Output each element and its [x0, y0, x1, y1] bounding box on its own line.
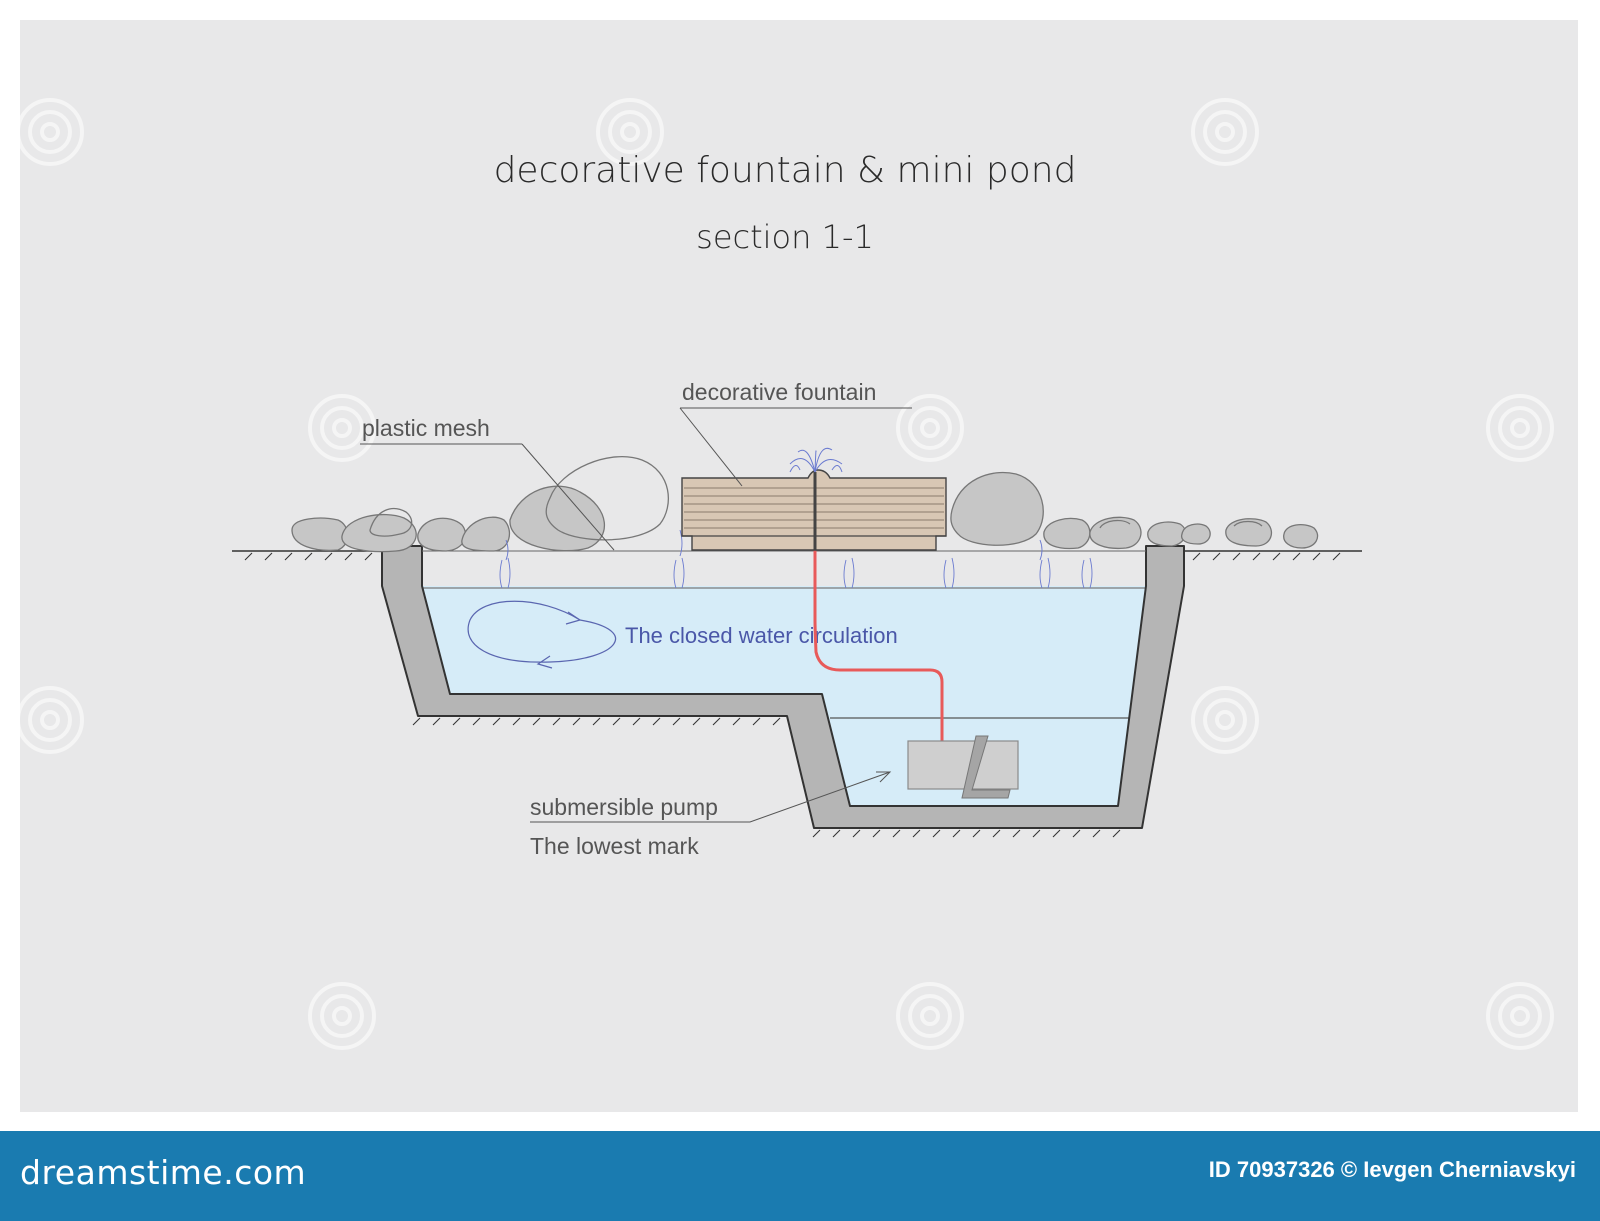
watermark-spiral-icon	[308, 982, 376, 1050]
decorative-fountain-label: decorative fountain	[682, 379, 876, 405]
submersible-pump	[907, 740, 1019, 790]
pond-concrete-shell	[381, 545, 1185, 829]
pump-bracket	[961, 735, 1011, 799]
lowest-mark-label: The lowest mark	[530, 833, 699, 859]
stones-right	[950, 471, 1319, 550]
ground-hatching	[244, 552, 1341, 838]
closed-circulation-label: The closed water circulation	[625, 623, 898, 648]
circulation-loop-arrow	[467, 600, 617, 663]
watermark-spiral-icon	[896, 982, 964, 1050]
leader-lines	[360, 407, 912, 823]
footer-image-credit: ID 70937326 © Ievgen Cherniavskyi	[1208, 1157, 1576, 1182]
watermark-spiral-icon	[896, 394, 964, 462]
stones-left	[291, 456, 670, 553]
diagram-title: decorative fountain & mini pond	[494, 150, 1077, 191]
pump-leader-arrowhead-icon	[876, 771, 892, 783]
diagram-subtitle: section 1-1	[696, 218, 874, 256]
watermark-spiral-icon	[20, 98, 84, 166]
fountain-supply-pipe	[813, 550, 944, 742]
footer-brand-logo[interactable]: dreamstime.com	[20, 1153, 307, 1192]
pond-section-diagram: decorative fountain & mini pond section …	[20, 98, 1554, 1050]
watermark-spiral-icon	[1486, 394, 1554, 462]
water-drips	[499, 529, 1093, 589]
stock-footer-bar: dreamstime.com ID 70937326 © Ievgen Cher…	[0, 1131, 1600, 1221]
submersible-pump-label: submersible pump	[530, 794, 718, 820]
diagram-panel: decorative fountain & mini pond section …	[20, 20, 1578, 1112]
watermark-spiral-icon	[308, 394, 376, 462]
watermark-spiral-icon	[1191, 98, 1259, 166]
watermark-spiral-icon	[20, 686, 84, 754]
watermark-spiral-icon	[1191, 686, 1259, 754]
plastic-mesh-label: plastic mesh	[362, 415, 490, 441]
decorative-fountain	[681, 447, 947, 551]
watermark-spiral-icon	[1486, 982, 1554, 1050]
watermark-spiral-icon	[596, 98, 664, 166]
circulation-arrowhead-icon	[565, 611, 582, 625]
fountain-spray	[789, 447, 843, 473]
circulation-arrowhead-icon	[536, 655, 553, 669]
watermark-layer	[20, 98, 1554, 1050]
